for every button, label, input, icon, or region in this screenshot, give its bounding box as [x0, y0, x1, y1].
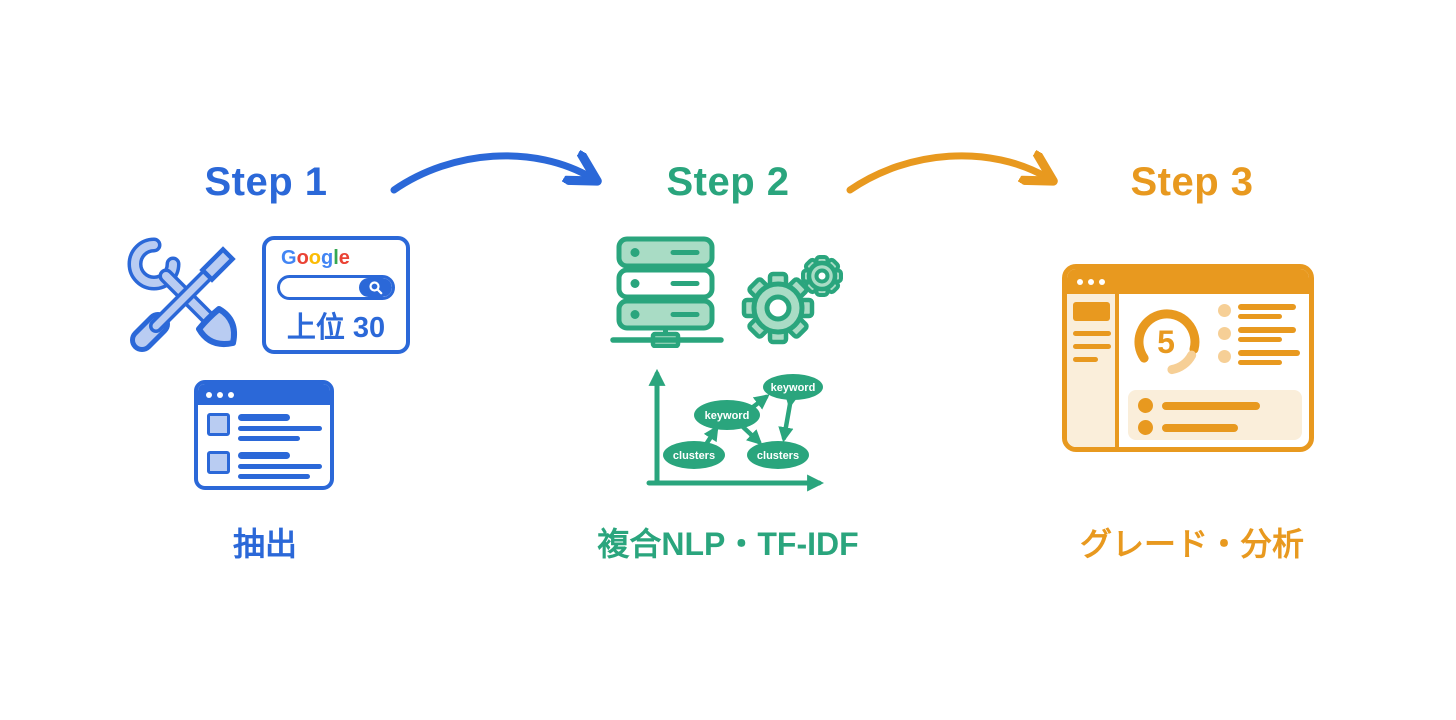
sidebar: [1067, 294, 1119, 447]
sidebar-line-placeholder: [1073, 344, 1111, 349]
bullet-item: [1218, 326, 1300, 342]
graph-node-clusters: clusters: [747, 441, 809, 469]
svg-text:clusters: clusters: [757, 450, 799, 462]
text-line-placeholder: [1238, 314, 1282, 319]
search-button: [359, 278, 392, 297]
keyword-cluster-graph: clusters keyword keyword clusters: [646, 368, 825, 492]
bullet-dot: [1138, 398, 1153, 413]
search-input: [277, 275, 395, 300]
tools-icon: [127, 237, 237, 352]
summary-row: [1138, 398, 1292, 413]
arrow-step2-to-step3: [846, 140, 1076, 194]
webpage-list-icon: [194, 380, 334, 490]
gauge-icon: 5: [1134, 309, 1200, 375]
small-gear: [801, 255, 843, 297]
google-logo-letter: e: [338, 247, 350, 269]
window-titlebar: [1067, 269, 1309, 294]
graph-node-keyword: keyword: [763, 374, 823, 400]
google-logo-letter: l: [333, 247, 339, 269]
top30-label: 上位 30: [286, 312, 386, 344]
bullet-dot: [1218, 350, 1231, 363]
bullet-dot: [1138, 420, 1153, 435]
window-control-dot: [228, 391, 234, 398]
sidebar-line-placeholder: [1073, 331, 1111, 336]
edge-keyword-clusters-2: [778, 392, 800, 443]
dashboard-body: 5: [1067, 294, 1309, 447]
thumbnail-placeholder: [207, 451, 230, 474]
text-line-placeholder: [1238, 337, 1282, 342]
dashboard-window-icon: 5: [1062, 264, 1314, 452]
summary-row: [1138, 420, 1292, 435]
window-titlebar: [198, 384, 330, 405]
search-icon: [368, 280, 382, 294]
google-logo-letter: o: [308, 247, 321, 269]
text-line-placeholder: [238, 474, 310, 479]
google-logo-letter: o: [296, 247, 309, 269]
bullet-dot: [1218, 304, 1231, 317]
sidebar-line-placeholder: [1073, 357, 1098, 362]
result-row: [207, 451, 322, 479]
edge-keyword-keyword: [739, 394, 770, 420]
sidebar-block-placeholder: [1073, 302, 1110, 321]
text-line-placeholder: [238, 414, 290, 421]
server-stack-icon: [610, 236, 724, 348]
result-row: [207, 413, 322, 441]
graph-node-keyword: keyword: [694, 400, 760, 430]
window-control-dot: [206, 391, 212, 398]
thumbnail-placeholder: [207, 413, 230, 436]
svg-text:keyword: keyword: [705, 410, 750, 422]
text-line-placeholder: [1238, 327, 1296, 333]
google-logo-letter: G: [281, 247, 297, 269]
text-line-placeholder: [1162, 423, 1238, 432]
bullet-item: [1218, 303, 1300, 319]
google-logo-letter: g: [321, 247, 334, 269]
step1-caption: 抽出: [232, 526, 297, 562]
dashboard-main: 5: [1119, 294, 1309, 447]
spade-blade: [196, 306, 237, 347]
gears-icon: [741, 255, 843, 345]
step3-caption: グレード・分析: [1079, 526, 1304, 562]
window-body: [198, 405, 330, 486]
edge-keyword-clusters: [740, 424, 763, 446]
bullet-item: [1218, 349, 1300, 365]
step1-title: Step 1: [204, 160, 328, 204]
google-logo: Google: [281, 247, 406, 270]
bullet-dot: [1218, 327, 1231, 340]
window-control-dot: [217, 391, 223, 398]
window-control-dot: [1077, 278, 1083, 285]
text-line-placeholder: [1162, 401, 1260, 410]
big-gear: [741, 271, 815, 345]
text-line-placeholder: [238, 436, 300, 441]
text-line-placeholder: [238, 464, 322, 469]
graph-node-clusters: clusters: [663, 441, 725, 469]
window-control-dot: [1099, 278, 1105, 285]
svg-text:clusters: clusters: [673, 450, 715, 462]
step2-caption: 複合NLP・TF-IDF: [597, 526, 859, 562]
window-control-dot: [1088, 278, 1094, 285]
svg-text:keyword: keyword: [771, 382, 816, 394]
text-line-placeholder: [1238, 350, 1300, 356]
step3-title: Step 3: [1130, 160, 1254, 204]
text-line-placeholder: [238, 426, 322, 431]
gauge-value: 5: [1157, 324, 1175, 360]
text-line-placeholder: [238, 452, 290, 459]
summary-panel: [1128, 390, 1302, 440]
text-line-placeholder: [1238, 304, 1296, 310]
arrow-step1-to-step2: [390, 140, 620, 194]
bullet-list: [1218, 303, 1300, 372]
google-search-card: Google 上位 30: [262, 236, 410, 354]
text-line-placeholder: [1238, 360, 1282, 365]
step2-title: Step 2: [666, 160, 790, 204]
